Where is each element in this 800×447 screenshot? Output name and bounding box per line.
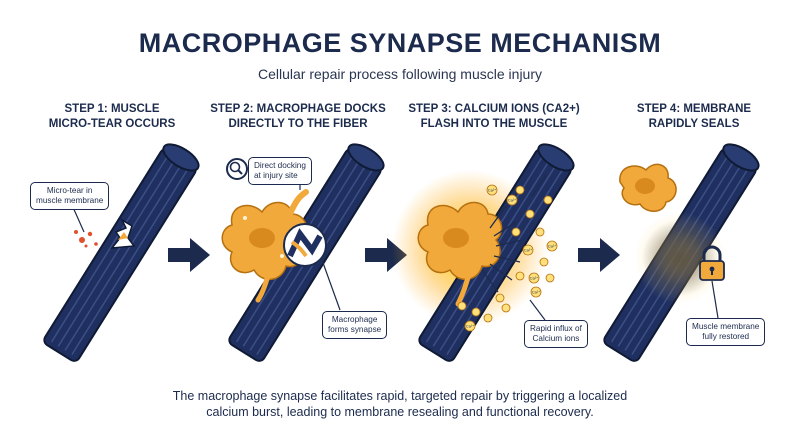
callout-rapid-influx: Rapid influx of Calcium ions: [524, 320, 588, 348]
callout-leader-5: [529, 299, 546, 321]
calcium-ion: Ca²⁺: [486, 184, 498, 196]
page-subtitle: Cellular repair process following muscle…: [258, 66, 542, 82]
calcium-ion: Ca²⁺: [464, 320, 476, 332]
macrophage-cell-synapse: [417, 201, 503, 307]
muscle-fiber-1: [43, 143, 200, 362]
healing-shade: [642, 220, 718, 296]
calcium-ion-group: Ca²⁺ Ca²⁺ Ca²⁺ Ca²⁺ Ca²⁺ Ca²⁺ Ca²⁺: [457, 184, 558, 332]
svg-text:Ca²⁺: Ca²⁺: [532, 290, 541, 295]
step-3-label: STEP 3: CALCIUM IONS (CA2+) FLASH INTO T…: [408, 103, 580, 130]
calcium-ion: [495, 293, 505, 303]
calcium-ion: [539, 257, 549, 267]
calcium-ion: Ca²⁺: [522, 244, 534, 256]
calcium-ion: Ca²⁺: [506, 194, 518, 206]
calcium-ion: Ca²⁺: [530, 286, 542, 298]
calcium-ion: [543, 195, 553, 205]
page-title: MACROPHAGE SYNAPSE MECHANISM: [138, 28, 662, 58]
macrophage-cell-docking: [221, 189, 309, 303]
svg-text:Ca²⁺: Ca²⁺: [466, 324, 475, 329]
padlock-icon: [699, 245, 725, 281]
step-4-label: STEP 4: MEMBRANE RAPIDLY SEALS: [636, 103, 752, 130]
calcium-ion: [515, 185, 525, 195]
svg-text:Ca²⁺: Ca²⁺: [524, 248, 533, 253]
callout-leader-3: [321, 259, 341, 311]
step-2-label: STEP 2: MACROPHAGE DOCKS DIRECTLY TO THE…: [210, 103, 386, 130]
callout-micro-tear: Micro-tear in muscle membrane: [30, 182, 110, 210]
callout-leader-6: [711, 280, 719, 319]
calcium-ion: [457, 301, 467, 311]
svg-text:Ca²⁺: Ca²⁺: [530, 276, 539, 281]
micro-tear-mark: [74, 218, 136, 249]
callout-direct-docking: Direct docking at injury site: [248, 157, 312, 185]
calcium-ion: [515, 271, 525, 281]
footer-caption: The macrophage synapse facilitates rapid…: [172, 389, 628, 419]
svg-text:Ca²⁺: Ca²⁺: [548, 244, 557, 249]
callout-membrane-restored: Muscle membrane fully restored: [686, 318, 766, 346]
calcium-ion: [545, 273, 555, 283]
arrow-right-icon: [578, 238, 620, 272]
arrow-right-icon: [168, 238, 210, 272]
magnifier-icon: [226, 158, 248, 180]
calcium-ion: [483, 313, 493, 323]
svg-text:Ca²⁺: Ca²⁺: [488, 188, 497, 193]
calcium-ion: [471, 307, 481, 317]
ion-flow-arrows: [481, 205, 523, 293]
calcium-ion: [525, 209, 535, 219]
calcium-ion: Ca²⁺: [528, 272, 540, 284]
callout-forms-synapse: Macrophage forms synapse: [322, 311, 388, 339]
calcium-ion: Ca²⁺: [546, 240, 558, 252]
calcium-ion: [511, 227, 521, 237]
calcium-ion: [535, 227, 545, 237]
svg-text:Ca²⁺: Ca²⁺: [508, 198, 517, 203]
callout-leader-4: [531, 174, 547, 197]
calcium-ion: [501, 303, 511, 313]
step-1-label: STEP 1: MUSCLE MICRO-TEAR OCCURS: [48, 103, 176, 130]
macrophage-cell-detached: [619, 163, 677, 212]
